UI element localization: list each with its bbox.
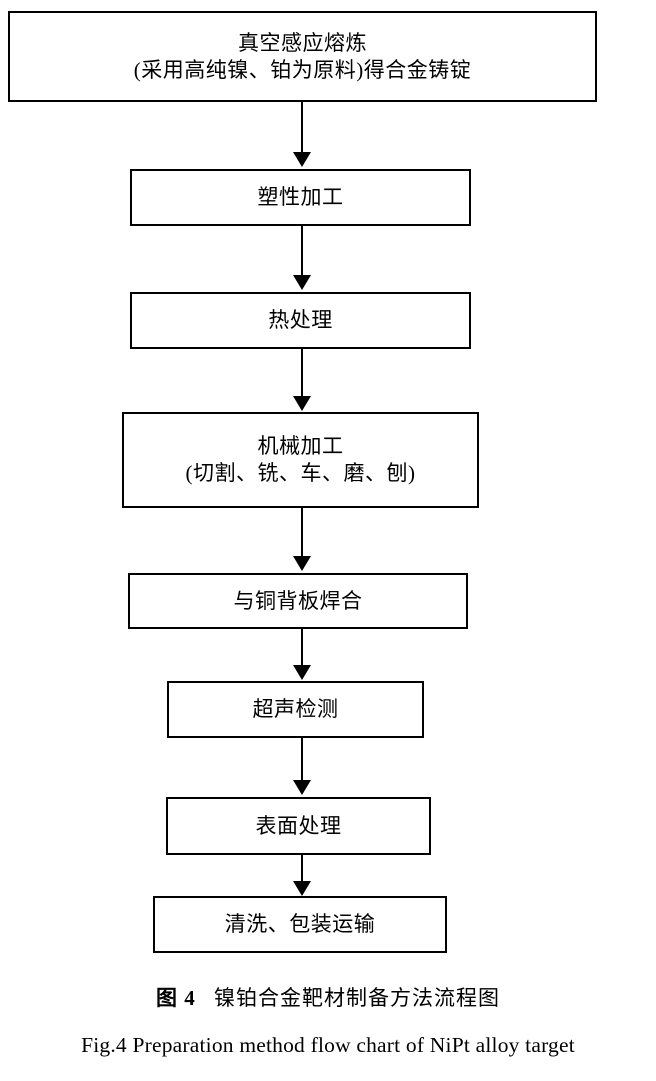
- connector-stem-2: [301, 226, 303, 277]
- flow-node-bonding-to-copper-backing-plate: 与铜背板焊合: [128, 573, 468, 629]
- flow-node-ultrasonic-inspection: 超声检测: [167, 681, 424, 738]
- flow-node-line: (采用高纯镍、铂为原料)得合金铸锭: [133, 57, 472, 82]
- flow-node-heat-treatment: 热处理: [130, 292, 471, 349]
- flow-node-line: (切割、铣、车、磨、刨): [185, 461, 416, 485]
- flow-node-line: 真空感应熔炼: [238, 30, 367, 55]
- connector-stem-6: [301, 738, 303, 782]
- flow-node-cleaning-packaging-shipping: 清洗、包装运输: [153, 896, 447, 953]
- flow-node-line: 机械加工: [257, 434, 344, 459]
- arrow-head-4: [293, 556, 311, 571]
- arrow-head-2: [293, 275, 311, 290]
- arrow-head-3: [293, 396, 311, 411]
- arrow-head-5: [293, 665, 311, 680]
- arrow-head-1: [293, 152, 311, 167]
- flow-node-surface-treatment: 表面处理: [166, 797, 431, 855]
- figure-title-chinese: 镍铂合金靶材制备方法流程图: [214, 986, 500, 1010]
- figure-caption-english: Fig.4 Preparation method flow chart of N…: [0, 1033, 656, 1058]
- flow-node-machining: 机械加工 (切割、铣、车、磨、刨): [122, 412, 479, 508]
- connector-stem-4: [301, 508, 303, 558]
- figure-number-chinese: 图 4: [156, 986, 196, 1010]
- arrow-head-6: [293, 780, 311, 795]
- flow-node-vacuum-induction-melting: 真空感应熔炼 (采用高纯镍、铂为原料)得合金铸锭: [8, 11, 597, 102]
- flow-node-line: 塑性加工: [257, 185, 344, 210]
- connector-stem-7: [301, 855, 303, 883]
- flow-node-plastic-working: 塑性加工: [130, 169, 471, 226]
- flow-node-line: 与铜背板焊合: [233, 588, 363, 613]
- flow-node-line: 表面处理: [255, 813, 342, 838]
- figure-caption-chinese: 图 4 镍铂合金靶材制备方法流程图: [0, 982, 656, 1012]
- flow-node-line: 超声检测: [252, 697, 339, 722]
- connector-stem-1: [301, 102, 303, 154]
- flow-node-line: 清洗、包装运输: [224, 912, 376, 937]
- connector-stem-3: [301, 349, 303, 398]
- figure-caption-english-text: Fig.4 Preparation method flow chart of N…: [81, 1033, 575, 1057]
- arrow-head-7: [293, 881, 311, 896]
- flow-node-line: 热处理: [268, 308, 333, 333]
- connector-stem-5: [301, 629, 303, 667]
